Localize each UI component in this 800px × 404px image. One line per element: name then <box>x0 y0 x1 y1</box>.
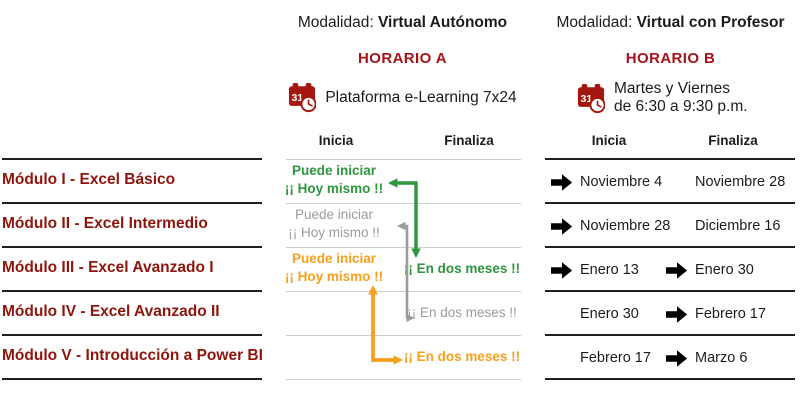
module-4-name: Módulo IV - Excel Avanzado II <box>2 303 220 320</box>
date-value: Enero 30 <box>580 306 639 322</box>
date-value: Enero 30 <box>695 262 754 278</box>
col-header-a-inicia: Inicia <box>318 133 354 148</box>
module-2-a-inicia: Puede iniciar ¡¡ Hoy mismo !! <box>284 202 384 246</box>
module-3-a-inicia: Puede iniciar ¡¡ Hoy mismo !! <box>284 246 384 290</box>
right-block-arrow-icon <box>551 217 573 235</box>
calendar-clock-icon <box>577 82 605 113</box>
module-5-a-finaliza: ¡¡ En dos meses !! <box>403 348 521 364</box>
date-value: Diciembre 16 <box>695 218 781 234</box>
horario-a-schedule-text: Plataforma e-Learning 7x24 <box>325 88 517 106</box>
duration-arrows <box>368 178 421 365</box>
horario-b-heading: HORARIO B <box>625 50 716 67</box>
divider <box>2 246 262 248</box>
start-note-line2: ¡¡ Hoy mismo !! <box>288 225 380 240</box>
module-1-b-inicia: Noviembre 4 <box>551 168 677 196</box>
col-header-b-inicia: Inicia <box>591 133 627 148</box>
modality-b-title: Modalidad: Virtual con Profesor <box>545 14 796 32</box>
divider <box>545 378 795 380</box>
module-5-b-inicia: Febrero 17 <box>551 344 706 372</box>
date-value: Noviembre 28 <box>695 174 786 190</box>
module-4-b-finaliza: Febrero 17 <box>666 300 800 328</box>
calendar-clock-icon <box>288 82 317 113</box>
start-note-line2: ¡¡ Hoy mismo !! <box>284 181 384 196</box>
divider <box>2 202 262 204</box>
col-header-b-finaliza: Finaliza <box>708 133 758 148</box>
modality-a-title: Modalidad: Virtual Autónomo <box>283 14 522 32</box>
date-value: Marzo 6 <box>695 350 748 366</box>
divider <box>286 335 521 336</box>
divider <box>545 202 795 204</box>
module-3-b-finaliza: Enero 30 <box>666 256 800 284</box>
date-value: Noviembre 4 <box>580 174 663 190</box>
divider <box>2 378 262 380</box>
divider <box>545 158 795 160</box>
divider <box>545 290 795 292</box>
divider <box>2 158 262 160</box>
right-block-arrow-icon <box>666 349 688 367</box>
horario-b-schedule-hours: de 6:30 a 9:30 p.m. <box>614 98 748 115</box>
divider <box>545 246 795 248</box>
module-2-name: Módulo II - Excel Intermedio <box>2 215 208 232</box>
arrow-orange <box>368 285 403 365</box>
horario-b-schedule: Martes y Viernes de 6:30 a 9:30 p.m. <box>577 80 748 116</box>
module-5-name: Módulo V - Introducción a Power BI <box>2 347 263 364</box>
divider <box>286 203 521 204</box>
modality-a-value: Virtual Autónomo <box>377 14 508 31</box>
modality-b-value: Virtual con Profesor <box>636 14 785 31</box>
arrow-green <box>388 178 421 258</box>
divider <box>545 334 795 336</box>
right-block-arrow-icon <box>666 261 688 279</box>
module-4-b-inicia: Enero 30 <box>551 300 706 328</box>
col-header-a-finaliza: Finaliza <box>444 133 494 148</box>
divider <box>286 247 521 248</box>
start-note-line1: Puede iniciar <box>291 163 377 178</box>
module-5-b-finaliza: Marzo 6 <box>666 344 800 372</box>
divider <box>286 291 521 292</box>
date-value: Febrero 17 <box>695 306 766 322</box>
module-3-b-inicia: Enero 13 <box>551 256 677 284</box>
right-block-arrow-icon <box>666 305 688 323</box>
right-block-arrow-icon <box>551 261 573 279</box>
modality-a-label: Modalidad: <box>297 14 378 31</box>
divider <box>286 379 521 380</box>
arrow-gray <box>397 221 415 322</box>
module-1-name: Módulo I - Excel Básico <box>2 171 176 188</box>
module-3-a-finaliza: ¡¡ En dos meses !! <box>403 260 521 276</box>
start-note-line1: Puede iniciar <box>291 251 377 266</box>
module-2-b-finaliza: Diciembre 16 <box>666 212 800 240</box>
start-note-line2: ¡¡ Hoy mismo !! <box>284 269 384 284</box>
horario-b-schedule-days: Martes y Viernes <box>614 80 731 97</box>
date-value: Febrero 17 <box>580 350 651 366</box>
module-4-a-finaliza: ¡¡ En dos meses !! <box>407 304 517 320</box>
horario-a-heading: HORARIO A <box>358 50 447 67</box>
start-note-line1: Puede iniciar <box>294 207 374 222</box>
date-value: Noviembre 28 <box>580 218 671 234</box>
module-3-name: Módulo III - Excel Avanzado I <box>2 259 214 276</box>
horario-a-schedule: Plataforma e-Learning 7x24 <box>283 82 522 113</box>
module-1-a-inicia: Puede iniciar ¡¡ Hoy mismo !! <box>284 158 384 202</box>
right-block-arrow-icon <box>551 173 573 191</box>
divider <box>2 290 262 292</box>
module-1-b-finaliza: Noviembre 28 <box>666 168 800 196</box>
module-2-b-inicia: Noviembre 28 <box>551 212 677 240</box>
date-value: Enero 13 <box>580 262 639 278</box>
divider <box>286 159 521 160</box>
modality-b-label: Modalidad: <box>556 14 637 31</box>
divider <box>2 334 262 336</box>
